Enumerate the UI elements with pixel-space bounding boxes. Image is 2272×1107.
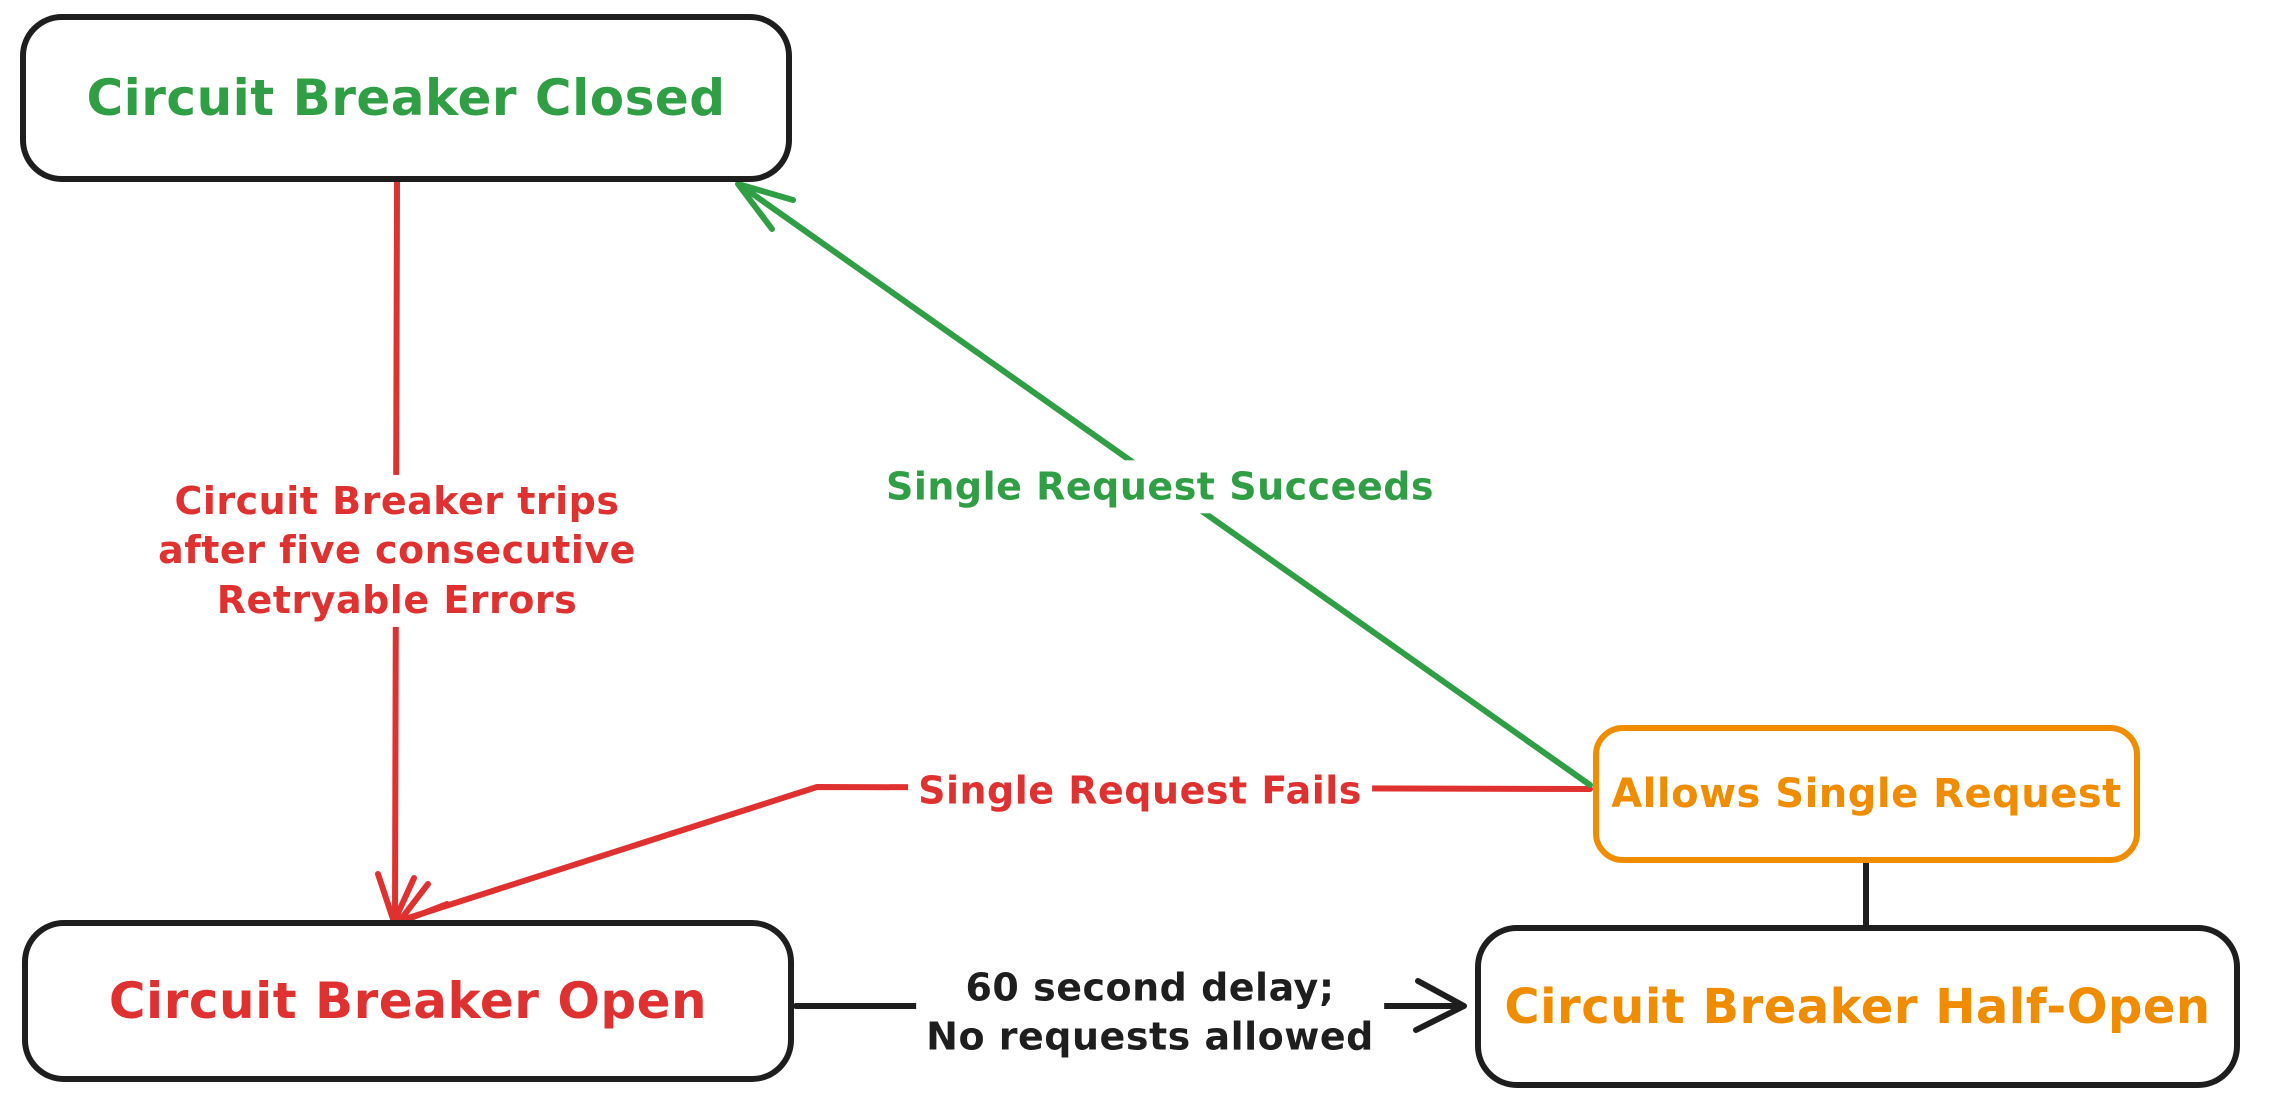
edge-label-single-request-succeeds[interactable]: Single Request Succeeds xyxy=(875,460,1445,514)
edge-delay-arrowhead-icon xyxy=(1413,978,1467,1033)
node-circuit-breaker-open[interactable]: Circuit Breaker Open xyxy=(22,920,794,1082)
edge-label-fails-text: Single Request Fails xyxy=(918,768,1362,813)
node-closed-label: Circuit Breaker Closed xyxy=(86,69,726,127)
edge-label-delay-line2: No requests allowed xyxy=(926,1015,1374,1059)
edge-label-trips-line1: Circuit Breaker trips xyxy=(174,478,620,523)
edge-label-delay-line1: 60 second delay; xyxy=(965,965,1335,1010)
edge-label-single-request-fails[interactable]: Single Request Fails xyxy=(908,764,1372,818)
edge-label-trips-line2: after five consecutive xyxy=(158,528,636,573)
edge-label-trips-line3: Retryable Errors xyxy=(216,577,578,622)
edge-label-delay[interactable]: 60 second delay; No requests allowed xyxy=(916,961,1384,1065)
edge-succeeds-arrowhead-icon xyxy=(735,181,796,232)
edge-label-succeeds-text: Single Request Succeeds xyxy=(885,464,1435,509)
node-circuit-breaker-half-open[interactable]: Circuit Breaker Half-Open xyxy=(1475,925,2240,1088)
edge-label-trips[interactable]: Circuit Breaker trips after five consecu… xyxy=(148,474,646,628)
node-open-label: Circuit Breaker Open xyxy=(108,972,708,1030)
node-half-open-label: Circuit Breaker Half-Open xyxy=(1504,978,2211,1035)
node-circuit-breaker-closed[interactable]: Circuit Breaker Closed xyxy=(20,14,792,182)
node-allows-label: Allows Single Request xyxy=(1611,771,2122,817)
node-allows-single-request[interactable]: Allows Single Request xyxy=(1593,725,2140,863)
